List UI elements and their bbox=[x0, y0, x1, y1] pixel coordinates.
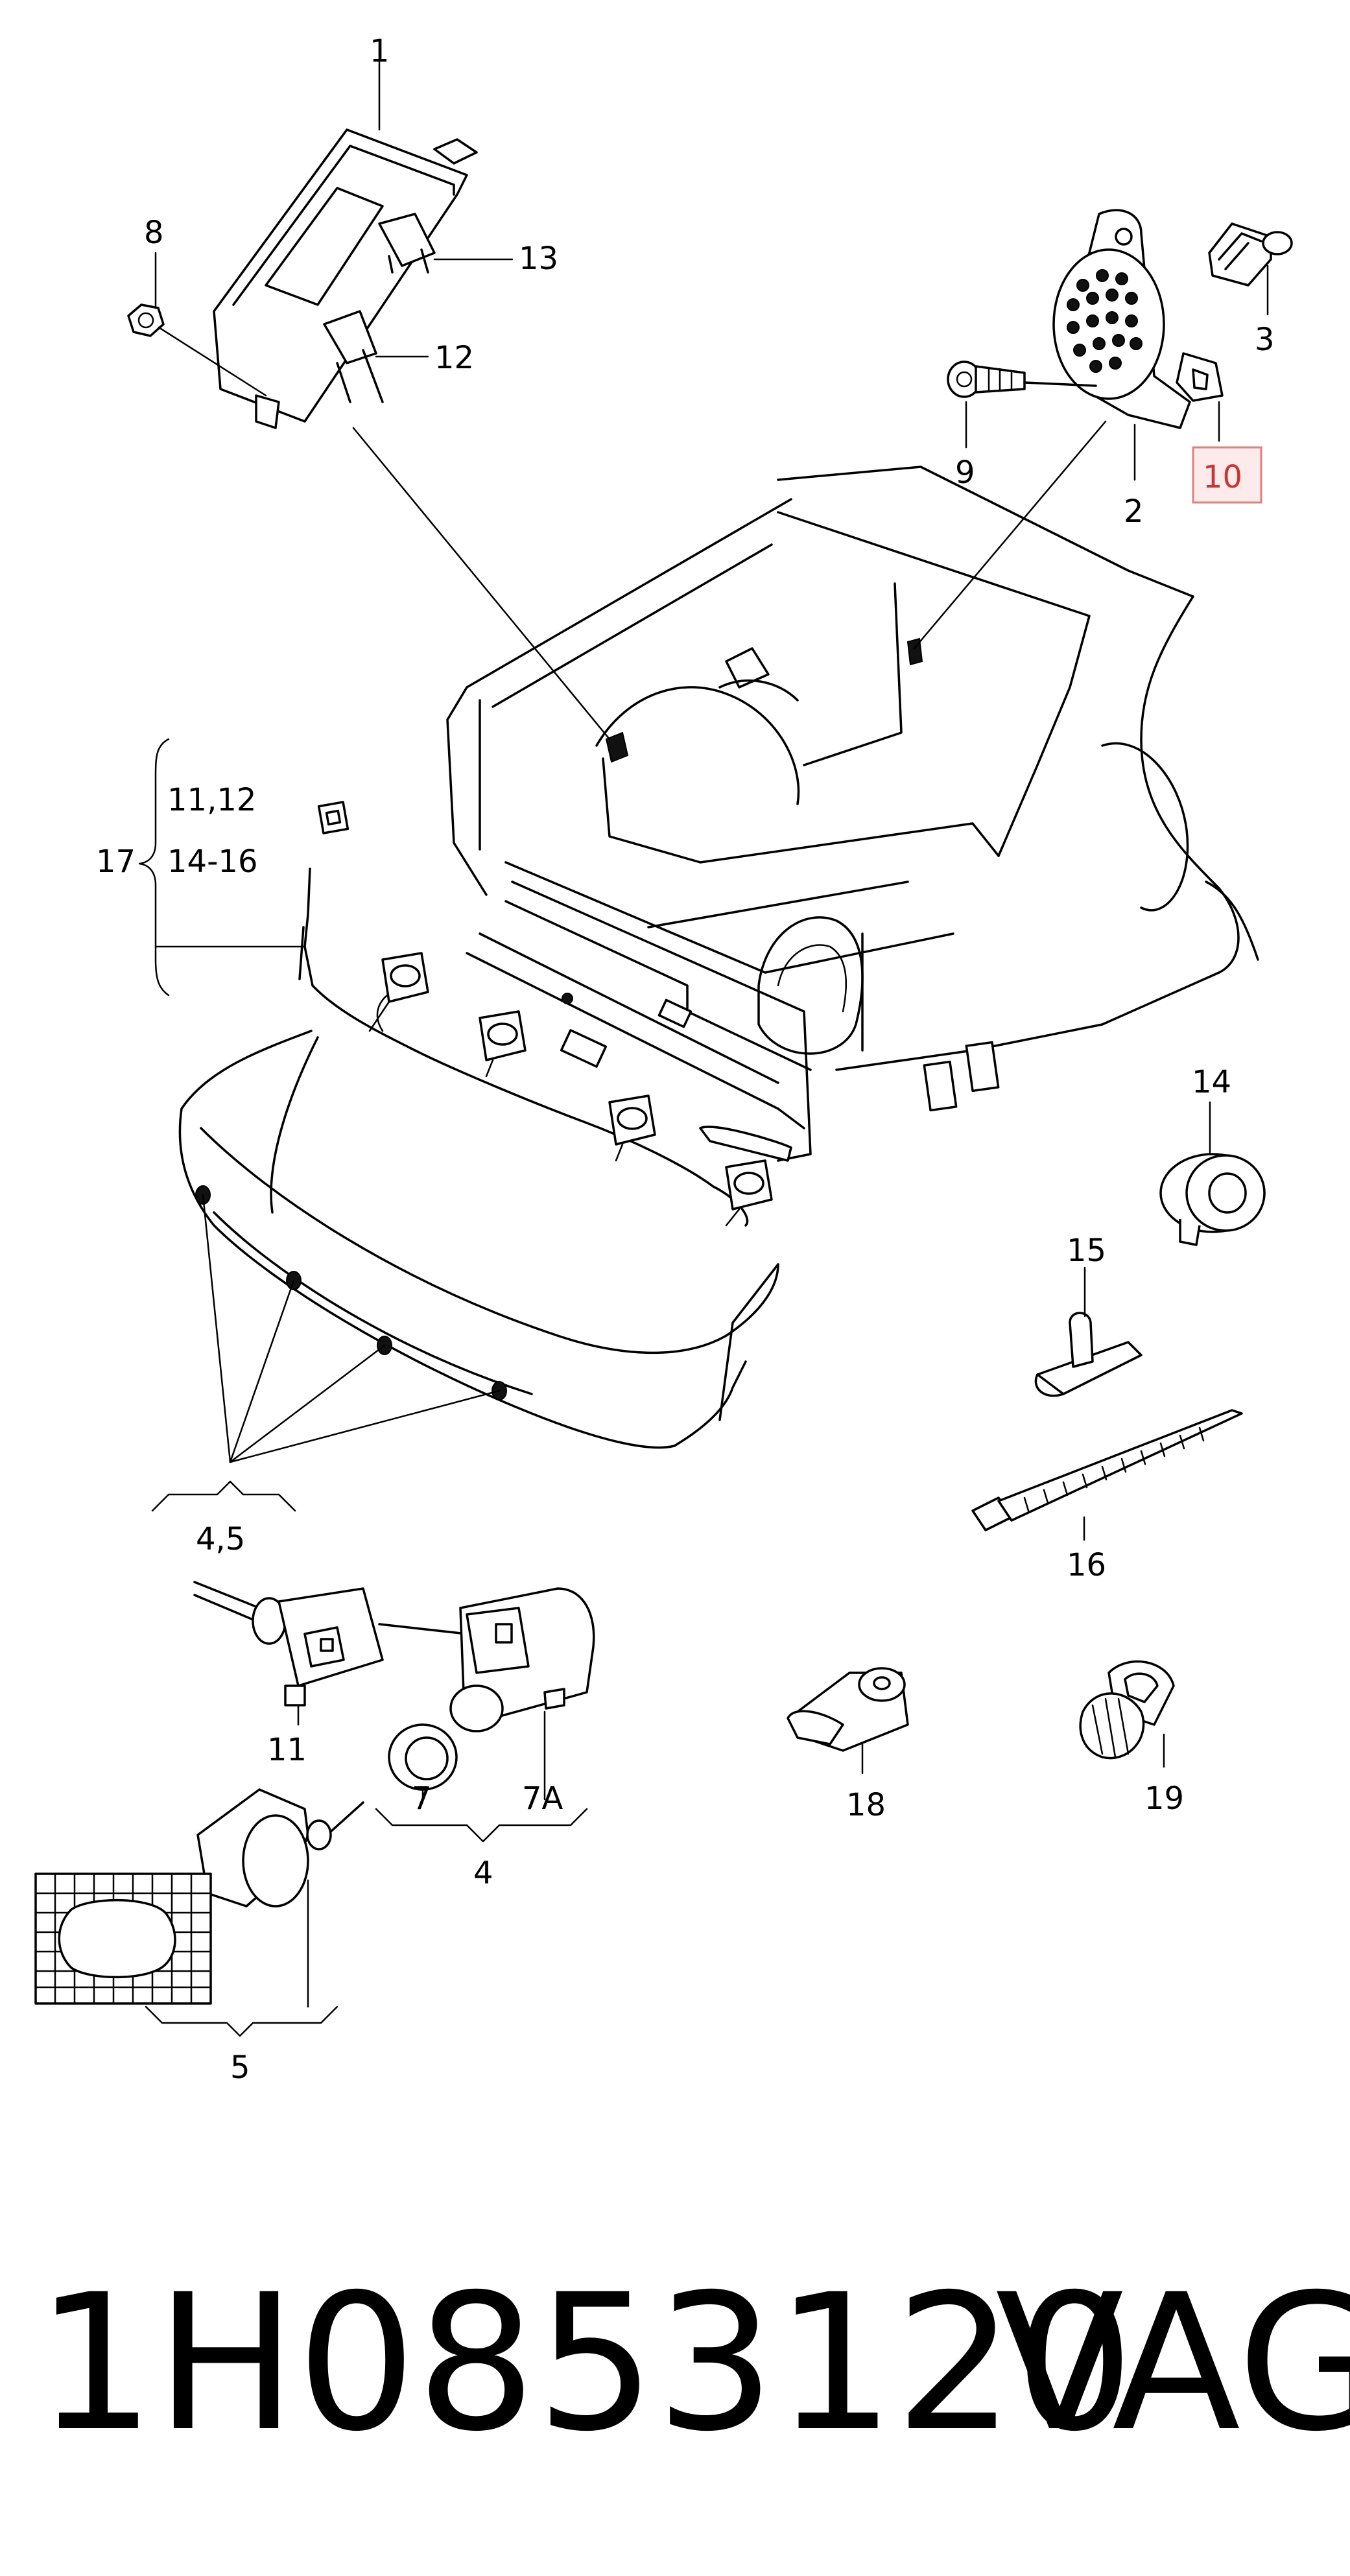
control-module bbox=[213, 128, 478, 429]
label-part-17-sub-2: 14-16 bbox=[167, 844, 257, 880]
label-part-14: 14 bbox=[1192, 1064, 1231, 1100]
mesh-grille bbox=[34, 1873, 212, 2005]
warning-buzzer bbox=[1052, 209, 1191, 429]
sensor-connector-part-11 bbox=[193, 1581, 468, 1707]
label-part-4-5: 4,5 bbox=[196, 1521, 245, 1557]
car-body bbox=[446, 466, 1259, 1162]
label-part-7a: 7A bbox=[522, 1780, 563, 1817]
leader-lines bbox=[138, 60, 1269, 2037]
label-part-1: 1 bbox=[370, 33, 390, 69]
clip-part-19 bbox=[1079, 1660, 1175, 1760]
cable-tie-part-16 bbox=[971, 1409, 1243, 1531]
label-part-15: 15 bbox=[1067, 1233, 1106, 1269]
sensor-holder-part-5 bbox=[196, 1788, 364, 1908]
rear-bumper bbox=[178, 1030, 779, 1449]
nut-part-8 bbox=[127, 303, 165, 337]
label-part-17-sub-1: 11,12 bbox=[167, 782, 256, 818]
bolt-part-9 bbox=[947, 360, 1097, 398]
label-part-12: 12 bbox=[434, 340, 474, 376]
clip-part-3 bbox=[1208, 222, 1293, 287]
label-part-2: 2 bbox=[1124, 493, 1144, 530]
label-part-7: 7 bbox=[412, 1780, 432, 1817]
label-part-8: 8 bbox=[144, 215, 164, 251]
brand-name: VAG bbox=[995, 2254, 1350, 2473]
grommet-part-14 bbox=[1159, 1153, 1266, 1246]
wiring-harness bbox=[298, 801, 773, 1227]
clip-part-18 bbox=[787, 1667, 909, 1752]
label-part-9: 9 bbox=[955, 455, 975, 491]
label-part-13: 13 bbox=[519, 241, 558, 277]
pin-clip-part-15 bbox=[1034, 1312, 1143, 1397]
label-part-17: 17 bbox=[96, 844, 136, 880]
highlight-box bbox=[1192, 446, 1262, 504]
footer: 1H0853120 VAG bbox=[36, 2254, 1350, 2473]
parking-sensor-part-4 bbox=[449, 1587, 595, 1732]
seal-ring-part-7 bbox=[388, 1723, 458, 1791]
label-part-19: 19 bbox=[1144, 1780, 1184, 1817]
label-part-11: 11 bbox=[267, 1732, 307, 1768]
label-part-5: 5 bbox=[230, 2050, 250, 2086]
label-part-18: 18 bbox=[846, 1787, 886, 1823]
label-part-16: 16 bbox=[1067, 1547, 1106, 1583]
part-number: 1H0853120 bbox=[36, 2254, 1134, 2473]
label-part-3: 3 bbox=[1255, 322, 1275, 358]
label-part-10: 10 bbox=[1203, 459, 1242, 495]
part-labels: 1 8 13 12 3 9 2 10 11,12 17 14-16 14 15 … bbox=[96, 33, 1275, 2086]
clip-nut-part-10 bbox=[1176, 352, 1224, 402]
label-part-4: 4 bbox=[473, 1855, 493, 1891]
